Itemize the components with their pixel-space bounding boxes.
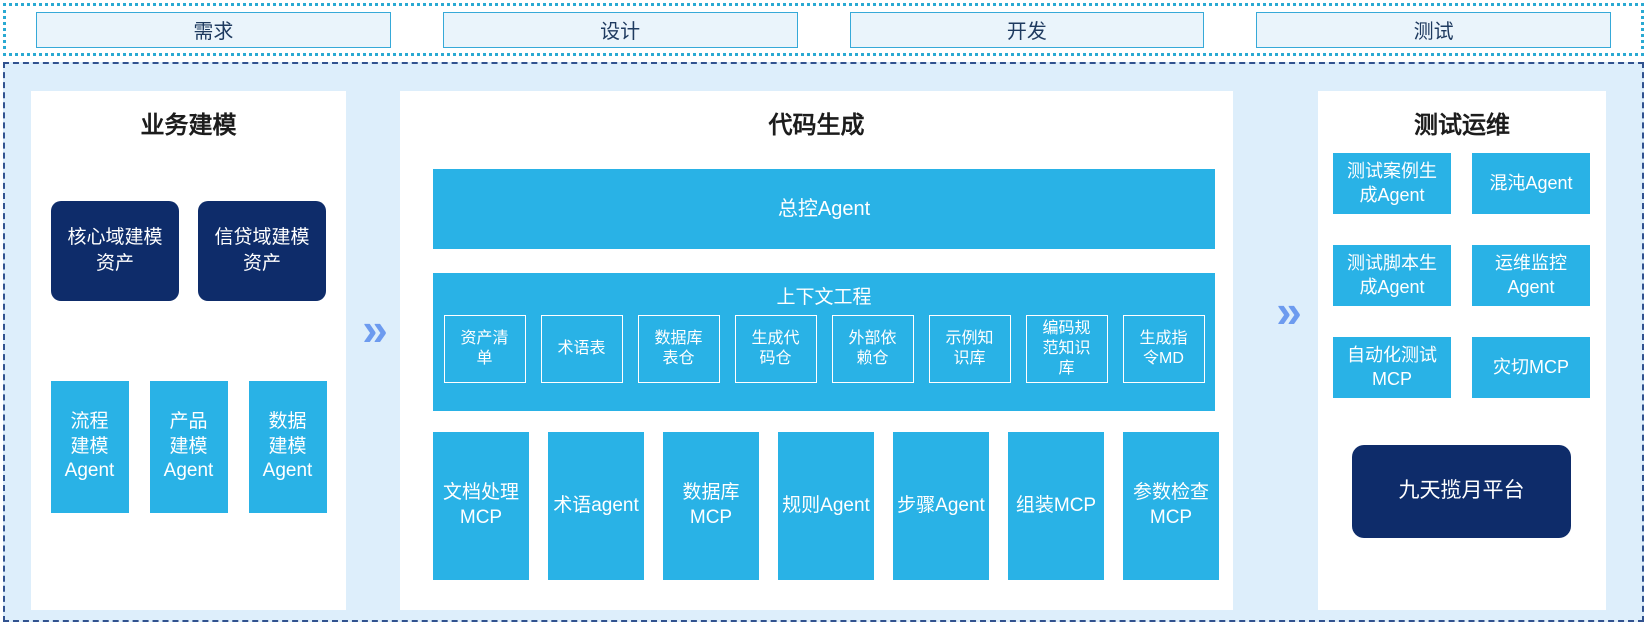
- code-generation-title: 代码生成: [768, 112, 865, 139]
- glossary-box: 术语表: [540, 315, 623, 383]
- test-ops-grid: 测试案例生 成Agent 混沌Agent 测试脚本生 成Agent 运维监控 A…: [1333, 153, 1590, 398]
- disaster-switch-mcp-box: 灾切MCP: [1472, 337, 1590, 398]
- context-engineering-title: 上下文工程: [776, 287, 872, 308]
- doc-processing-mcp-box: 文档处理 MCP: [433, 432, 529, 580]
- generated-code-repo-box: 生成代 码仓: [734, 315, 817, 383]
- terminology-agent-box: 术语agent: [548, 432, 644, 580]
- automated-test-mcp-box: 自动化测试 MCP: [1333, 337, 1451, 398]
- database-mcp-box: 数据库 MCP: [663, 432, 759, 580]
- process-modeling-agent-box: 流程 建模 Agent: [50, 381, 129, 513]
- test-ops-title: 测试运维: [1414, 112, 1510, 139]
- main-container: 业务建模 核心域建模 资产 信贷域建模 资产 流程 建模 Agent 产品 建模…: [3, 62, 1644, 622]
- ops-monitoring-agent-box: 运维监控 Agent: [1472, 245, 1590, 306]
- coding-standard-kb-box: 编码规 范知识 库: [1025, 315, 1108, 383]
- core-domain-asset-box: 核心域建模 资产: [51, 201, 179, 301]
- panel-test-ops: 测试运维 测试案例生 成Agent 混沌Agent 测试脚本生 成Agent 运…: [1318, 91, 1606, 610]
- param-check-mcp-box: 参数检查 MCP: [1123, 432, 1219, 580]
- test-script-gen-agent-box: 测试脚本生 成Agent: [1333, 245, 1451, 306]
- credit-domain-asset-box: 信贷域建模 资产: [198, 201, 326, 301]
- modeling-agent-row: 流程 建模 Agent 产品 建模 Agent 数据 建模 Agent: [31, 381, 346, 513]
- master-agent-bar: 总控Agent: [433, 169, 1215, 249]
- step-agent-box: 步骤Agent: [893, 432, 989, 580]
- phase-requirements: 需求: [36, 11, 391, 48]
- codegen-tool-row: 文档处理 MCP 术语agent 数据库 MCP 规则Agent 步骤Agent…: [433, 432, 1219, 580]
- jiutian-lanyue-platform-box: 九天揽月平台: [1352, 445, 1571, 538]
- modeling-asset-row: 核心域建模 资产 信贷域建模 资产: [51, 201, 326, 301]
- phase-design: 设计: [442, 11, 798, 48]
- flow-arrow-icon: »: [362, 303, 388, 355]
- panel-code-generation: 代码生成 总控Agent 上下文工程 资产清 单 术语表 数据库 表仓 生成代 …: [400, 91, 1233, 610]
- assembly-mcp-box: 组装MCP: [1008, 432, 1104, 580]
- chaos-agent-box: 混沌Agent: [1472, 153, 1590, 214]
- example-kb-box: 示例知 识库: [928, 315, 1011, 383]
- phase-development: 开发: [849, 11, 1205, 48]
- flow-arrow-icon: »: [1276, 285, 1302, 337]
- context-item-row: 资产清 单 术语表 数据库 表仓 生成代 码仓 外部依 赖仓 示例知 识库 编码…: [433, 315, 1215, 383]
- product-modeling-agent-box: 产品 建模 Agent: [149, 381, 228, 513]
- rule-agent-box: 规则Agent: [778, 432, 874, 580]
- context-engineering-box: 上下文工程 资产清 单 术语表 数据库 表仓 生成代 码仓 外部依 赖仓 示例知…: [433, 273, 1215, 411]
- panel-business-modeling: 业务建模 核心域建模 资产 信贷域建模 资产 流程 建模 Agent 产品 建模…: [31, 91, 346, 610]
- db-table-repo-box: 数据库 表仓: [637, 315, 720, 383]
- phase-strip: 需求 设计 开发 测试: [3, 3, 1644, 56]
- business-modeling-title: 业务建模: [140, 112, 237, 139]
- external-deps-repo-box: 外部依 赖仓: [831, 315, 914, 383]
- data-modeling-agent-box: 数据 建模 Agent: [248, 381, 327, 513]
- asset-list-box: 资产清 单: [443, 315, 526, 383]
- test-case-gen-agent-box: 测试案例生 成Agent: [1333, 153, 1451, 214]
- generated-instruction-md-box: 生成指 令MD: [1122, 315, 1205, 383]
- phase-testing: 测试: [1256, 11, 1611, 48]
